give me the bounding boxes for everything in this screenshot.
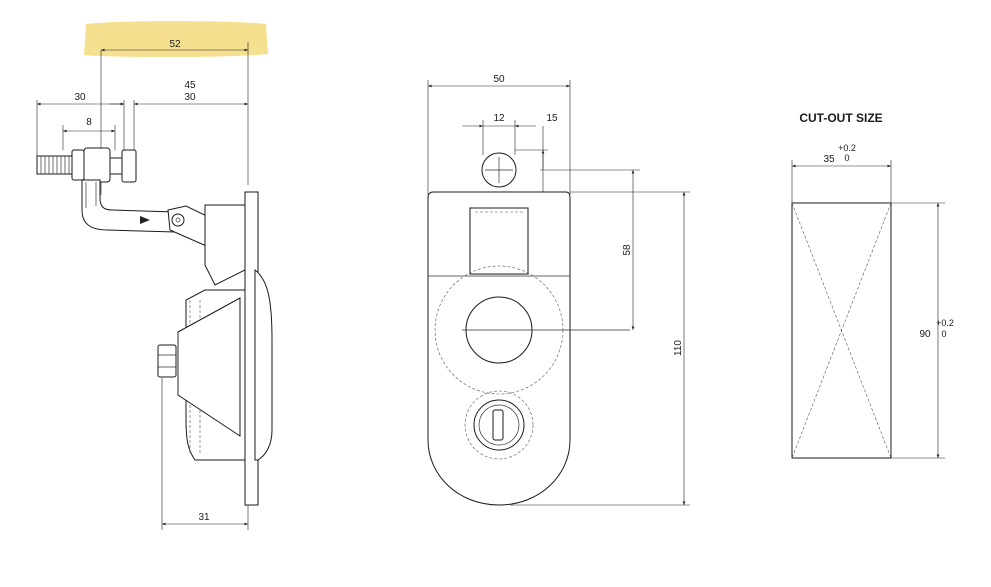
dim-12-label: 12 xyxy=(493,113,505,124)
front-view: 50 12 15 58 xyxy=(427,74,690,506)
handle-profile xyxy=(254,268,273,461)
dim-58-label: 58 xyxy=(622,244,633,256)
dim-50-label: 50 xyxy=(493,74,505,85)
dim-30-left-label: 30 xyxy=(74,92,86,103)
dim-52-label: 52 xyxy=(169,39,181,50)
dim-31-label: 31 xyxy=(198,512,210,523)
dim-35-label: 35 xyxy=(823,154,835,165)
cutout-title: CUT-OUT SIZE xyxy=(799,111,882,125)
dim-45-label: 45 xyxy=(184,80,196,91)
housing-upper xyxy=(204,204,246,286)
threaded-bolt xyxy=(36,147,137,183)
dim-35-tol-upper: +0.2 xyxy=(838,143,856,153)
dim-15-label: 15 xyxy=(546,113,558,124)
dim-90-tol-upper: +0.2 xyxy=(936,318,954,328)
side-view: 52 30 45 30 8 xyxy=(36,21,273,530)
highlight-band xyxy=(84,21,268,58)
dim-110-label: 110 xyxy=(673,340,684,356)
cutout-view: CUT-OUT SIZE 35 +0.2 0 90 +0.2 0 xyxy=(791,111,954,459)
dim-90-tol-lower: 0 xyxy=(941,329,946,339)
dim-35-tol-lower: 0 xyxy=(844,153,849,163)
mounting-nut xyxy=(157,344,177,378)
cutout-diagonal-2 xyxy=(791,202,892,459)
dim-90-label: 90 xyxy=(919,329,931,340)
key-slot xyxy=(492,409,504,441)
lever-slot xyxy=(469,207,529,275)
dim-8-label: 8 xyxy=(86,117,92,128)
dim-30-right-label: 30 xyxy=(184,92,196,103)
lock-hidden-circle xyxy=(464,390,534,460)
cutout-rectangle xyxy=(791,202,892,459)
